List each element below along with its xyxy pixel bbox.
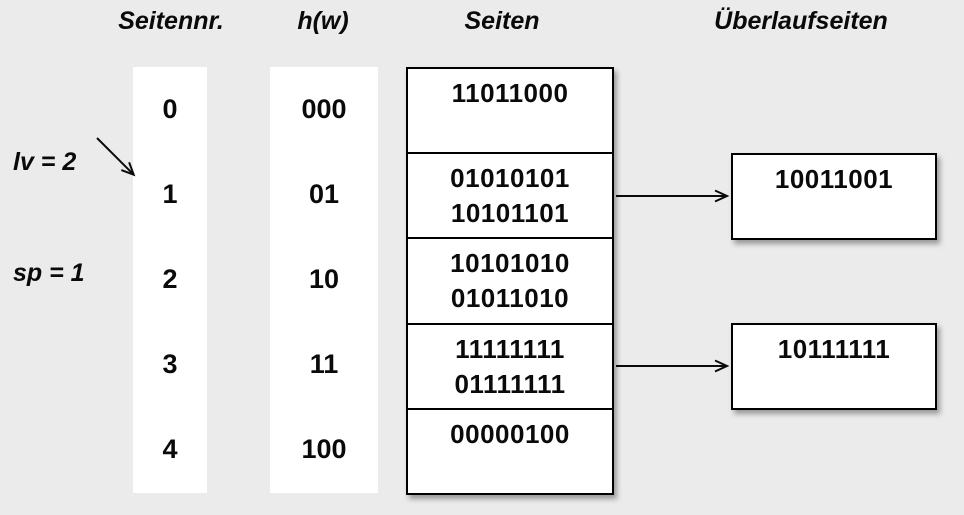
column-header-seitennr: Seitennr.	[118, 7, 224, 35]
hash-value-label: 100	[301, 434, 347, 464]
overflow-page-box: 10011001	[731, 153, 937, 240]
bucket-table: 11011000 01010101 10101101 10101010 0101…	[406, 67, 614, 495]
page-number-label: 3	[162, 349, 178, 379]
column-header-hash-function: h(w)	[297, 7, 349, 35]
hash-value-label: 000	[301, 94, 347, 124]
column-header-ueberlaufseiten: Überlaufseiten	[714, 7, 888, 35]
record-value: 01111111	[454, 368, 566, 399]
split-pointer-value-label: sp = 1	[13, 259, 85, 287]
record-value: 01011010	[450, 283, 570, 314]
record-value: 01010101	[450, 163, 570, 194]
hash-value-label: 10	[308, 264, 340, 294]
level-splitpointer-annotation: lv = 2 sp = 1	[13, 70, 85, 366]
record-value: 10011001	[774, 164, 894, 194]
split-pointer-arrow	[96, 137, 136, 177]
hash-value-column-strip	[270, 67, 378, 493]
page-number-label: 4	[162, 434, 178, 464]
record-value: 11111111	[455, 333, 565, 364]
level-value-label: lv = 2	[13, 148, 77, 176]
page-number-label: 2	[162, 264, 178, 294]
page-number-label: 0	[162, 94, 178, 124]
record-value: 10101010	[450, 248, 570, 279]
overflow-page-box: 10111111	[731, 323, 937, 410]
hash-value-label: 01	[308, 179, 340, 209]
record-value: 11011000	[451, 78, 569, 108]
bucket-cell-4: 00000100	[408, 407, 612, 493]
bucket-cell-2: 10101010 01011010	[408, 237, 612, 322]
record-value: 00000100	[450, 418, 570, 449]
hash-value-label: 11	[309, 349, 339, 379]
page-number-column-strip	[133, 67, 207, 493]
column-header-seiten: Seiten	[464, 7, 540, 35]
bucket-cell-3: 11111111 01111111	[408, 322, 612, 408]
bucket-cell-0: 11011000	[408, 69, 612, 152]
page-number-label: 1	[162, 179, 178, 209]
bucket-cell-1: 01010101 10101101	[408, 152, 612, 237]
record-value: 10111111	[777, 334, 891, 364]
record-value: 10101101	[450, 198, 570, 229]
